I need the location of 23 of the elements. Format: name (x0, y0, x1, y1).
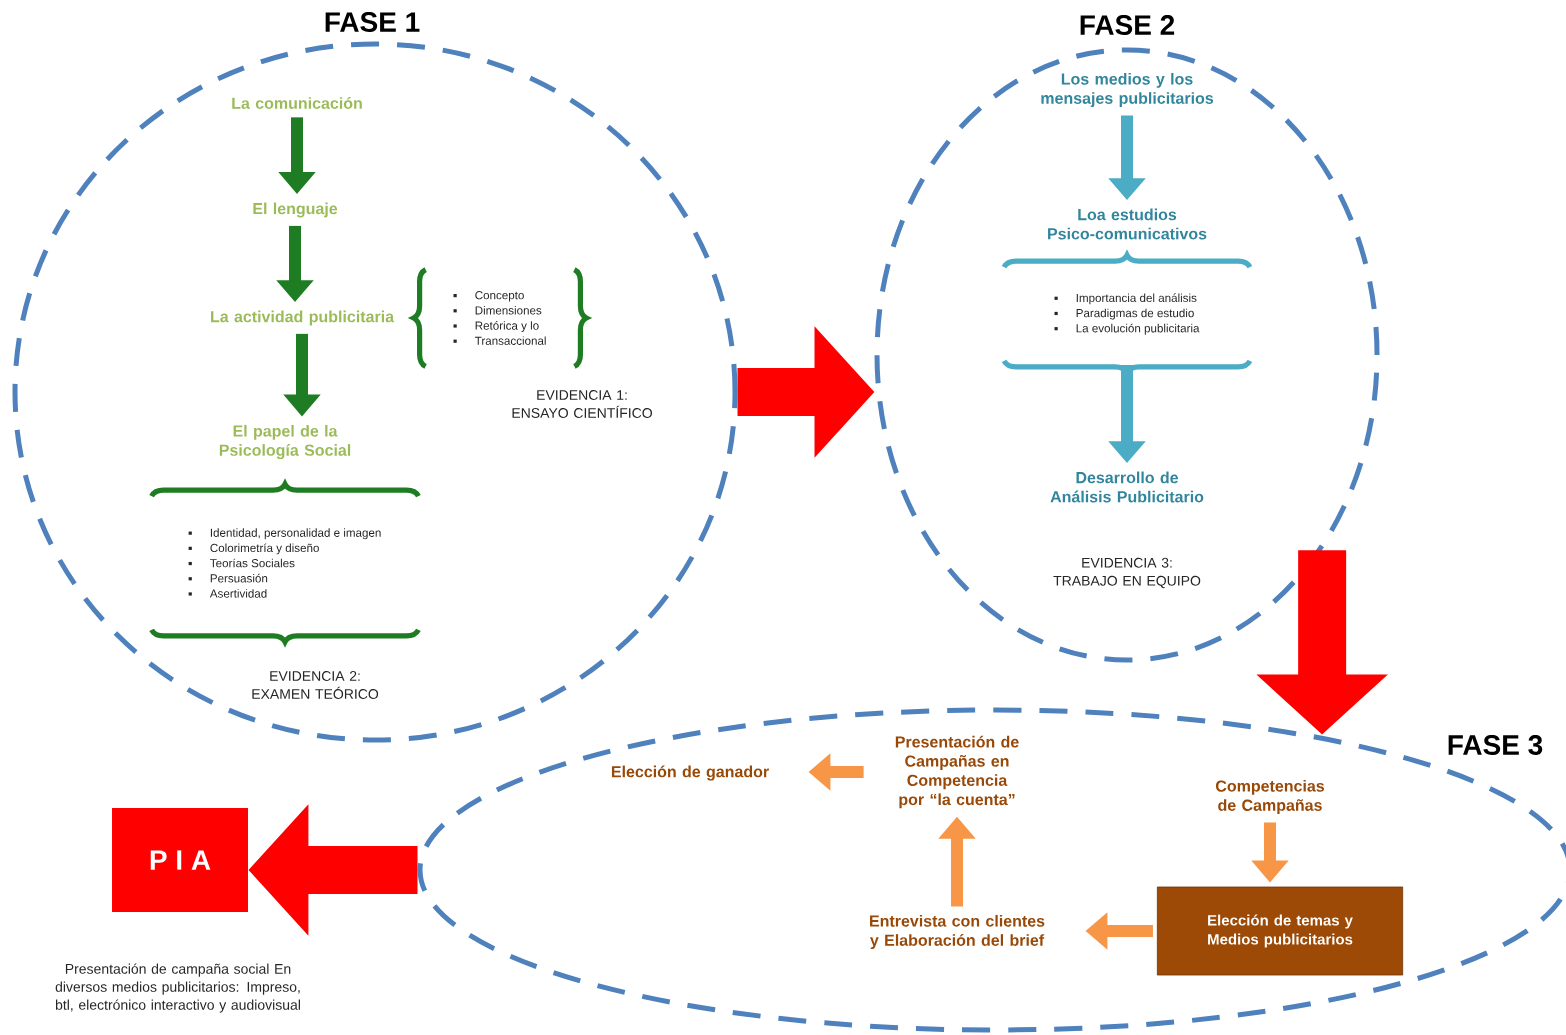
evidence-note: EVIDENCIA 1: ENSAYO CIENTÍFICO (512, 390, 652, 418)
result-box: P I A (112, 808, 248, 912)
evidence-note: EVIDENCIA 3: TRABAJO EN EQUIPO (1053, 557, 1201, 589)
step-label: Competencias de Campañas (1216, 779, 1325, 815)
bracketed-list: Concepto Dimensiones Retórica y lo Transaccional (411, 267, 589, 369)
step-label: La comunicación (232, 97, 362, 109)
step-label: Elección de ganador (611, 765, 769, 781)
step-label: Entrevista con clientes y Elaboración del brief (870, 914, 1045, 950)
step-label: El lenguaje (253, 202, 338, 218)
process-box: Elección de temas y Medios publicitarios (1156, 886, 1404, 976)
description: Presentación de campaña social En diversos medios publicitarios: Impreso, btl, electrónico interactivo y audiovisual (55, 963, 300, 1013)
phase-heading: FASE 3 (1448, 735, 1543, 755)
step-label: Desarrollo de Análisis Publicitario (1050, 471, 1204, 503)
phase-heading: FASE 2 (1080, 15, 1175, 35)
bracketed-list: Importancia del análisis Paradigmas de estudio La evolución publicitaria (1002, 252, 1253, 376)
step-label: Presentación de Campañas en Competencia por “la cuenta” (895, 735, 1019, 809)
bracketed-list: Identidad, personalidad e imagen Colorimetría y diseño Teorías Sociales Persuasión Asertividad (149, 481, 421, 645)
step-label: Loa estudios Psico-comunicativos (1048, 208, 1207, 240)
step-label: El papel de la Psicología Social (219, 424, 351, 460)
step-label: La actividad publicitaria (211, 310, 395, 326)
step-label: Los medios y los mensajes publicitarios (1041, 72, 1214, 108)
phase-heading: FASE 1 (325, 12, 420, 32)
evidence-note: EVIDENCIA 2: EXAMEN TEÓRICO (252, 671, 379, 699)
